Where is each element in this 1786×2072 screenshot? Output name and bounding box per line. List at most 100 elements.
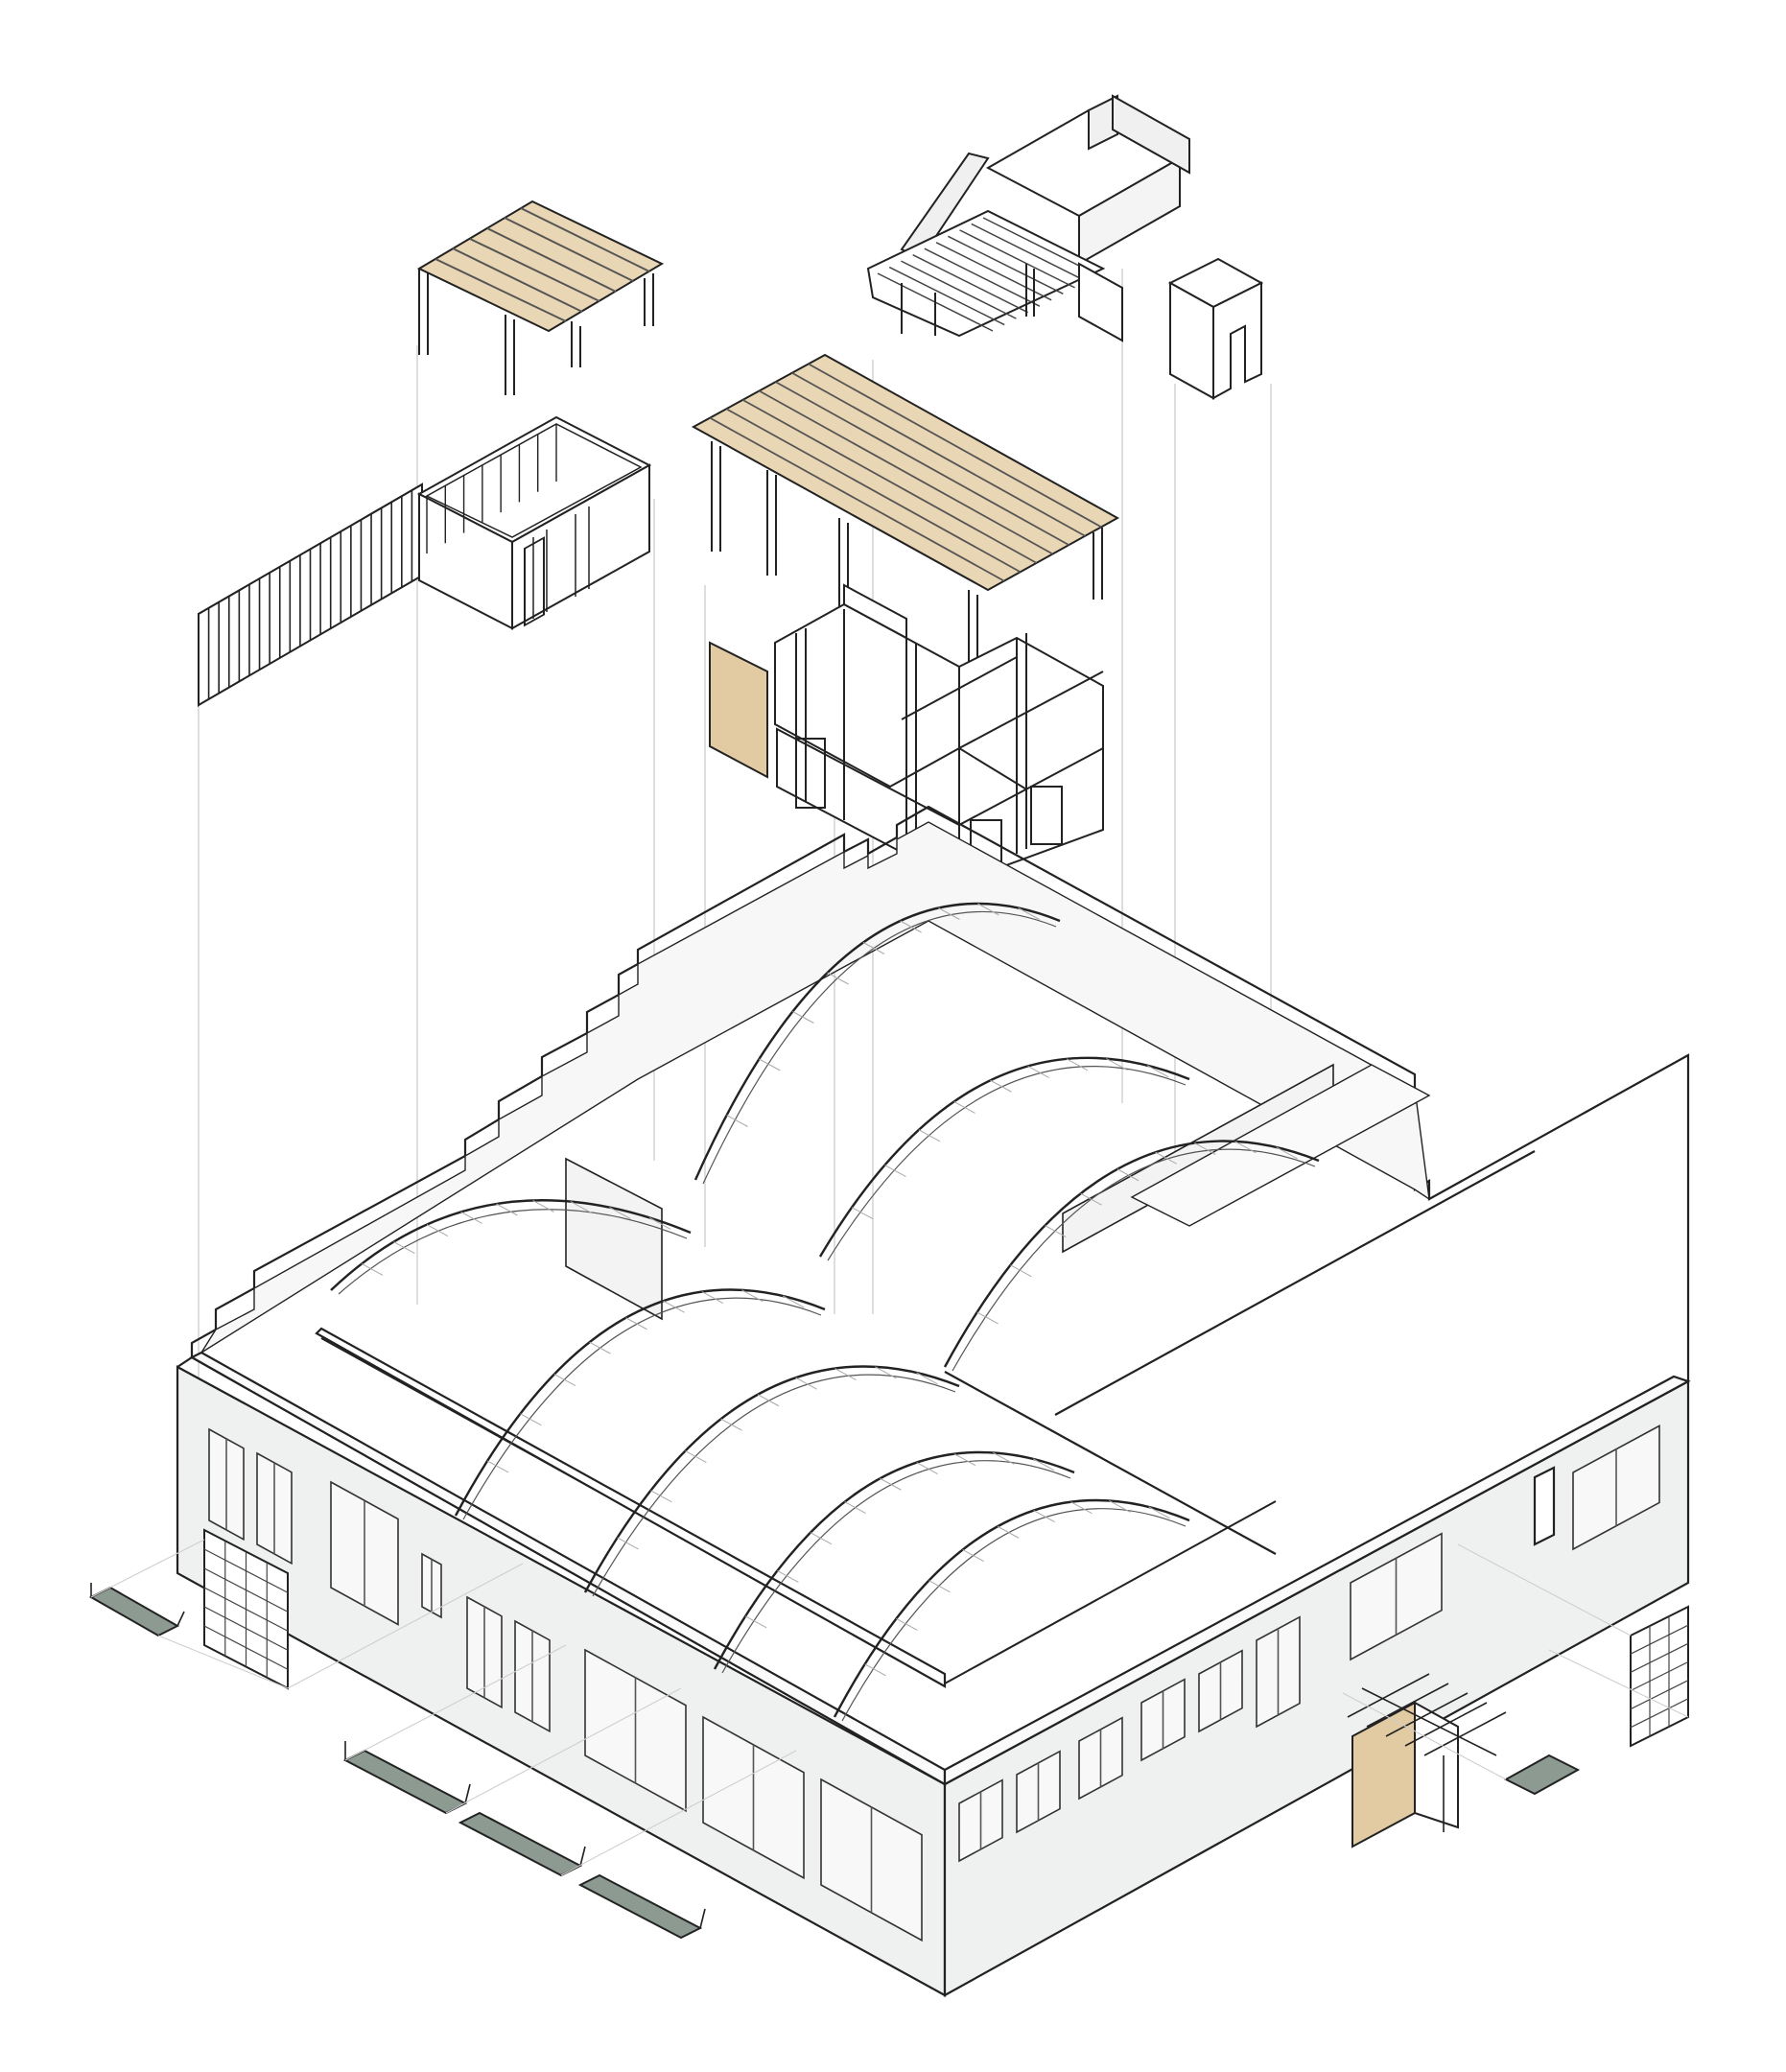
garage-panel-line — [1630, 1642, 1689, 1673]
truss-web — [720, 1418, 742, 1431]
truss-web — [827, 972, 849, 985]
truss-web — [962, 1549, 984, 1563]
truss-web — [880, 1477, 902, 1491]
warehouse-shell — [176, 805, 1691, 1997]
entry-pergola — [1347, 1673, 1507, 1848]
truss-web — [864, 1663, 886, 1677]
garage-door — [203, 1528, 1689, 1748]
truss-web — [685, 1450, 707, 1463]
truss-chord — [827, 1066, 1187, 1261]
stair-tread — [901, 260, 1017, 319]
truss-web — [1106, 1058, 1128, 1071]
truss-web — [1155, 1151, 1177, 1165]
truss-web — [701, 1291, 724, 1304]
garage-panel-line — [203, 1625, 289, 1670]
timber-panel — [709, 641, 768, 779]
truss-web — [1032, 1458, 1055, 1472]
pergola-rafter — [808, 363, 1102, 529]
truss-web — [361, 1262, 384, 1276]
truss-web — [426, 1224, 449, 1237]
pergola-rafter — [725, 408, 1022, 574]
truss-web — [896, 1617, 918, 1631]
truss-web — [916, 1462, 938, 1475]
pergola-rafter — [759, 389, 1053, 555]
truss-web — [1027, 1065, 1049, 1078]
truss-chord — [338, 1209, 688, 1295]
truss-web — [1276, 1146, 1298, 1160]
truss-web — [741, 1289, 764, 1303]
truss-web — [486, 1460, 509, 1473]
truss-chord — [721, 1460, 1071, 1674]
truss-web — [460, 1211, 482, 1224]
garage-panel-line — [1630, 1680, 1689, 1710]
stair-tread — [935, 242, 1052, 301]
truss-web — [795, 1377, 817, 1390]
truss-web — [1010, 1264, 1032, 1278]
truss-web — [589, 1341, 611, 1354]
truss-web — [916, 1372, 938, 1385]
stair-tread — [912, 253, 1029, 314]
truss-web — [1045, 1225, 1067, 1237]
truss-web — [1146, 1065, 1169, 1078]
truss-web — [759, 1058, 781, 1071]
truss-web — [532, 1199, 554, 1213]
truss-web — [938, 907, 960, 920]
truss-web — [650, 1490, 672, 1503]
truss-chord — [702, 910, 1057, 1185]
truss-web — [1148, 1506, 1170, 1519]
truss-web — [393, 1241, 415, 1255]
truss-web — [1080, 1192, 1102, 1206]
truss-chord — [462, 1297, 822, 1520]
truss-web — [1234, 1141, 1257, 1154]
garage-panel-line — [1630, 1624, 1689, 1655]
windows — [208, 1424, 1660, 1942]
pergola-rafter — [709, 416, 1005, 582]
truss-web — [520, 1413, 542, 1426]
bow-truss-roof — [330, 902, 1320, 1722]
garage-panel-line — [203, 1567, 289, 1613]
slatted-fence-panel — [198, 483, 423, 708]
garage-panel-line — [203, 1606, 289, 1651]
truss-web — [953, 1453, 976, 1467]
truss-web — [1033, 1510, 1055, 1523]
truss-web — [928, 1580, 951, 1593]
pergola-small — [416, 200, 665, 395]
truss-arch — [454, 1288, 826, 1517]
pergola-rafter — [791, 371, 1086, 537]
mezzanine-stair — [866, 94, 1190, 342]
truss-web — [1066, 1058, 1089, 1071]
truss-web — [977, 903, 999, 916]
truss-web — [1070, 1501, 1093, 1515]
truss-web — [884, 1165, 906, 1178]
pergola-rafter — [775, 381, 1069, 546]
truss-web — [976, 1311, 999, 1325]
stair-tread — [888, 266, 1005, 326]
garage-panel-line — [1630, 1698, 1689, 1729]
truss-web — [496, 1203, 518, 1216]
garage-panel-line — [203, 1587, 289, 1632]
truss-web — [900, 920, 922, 933]
stair-tread — [947, 235, 1064, 295]
stair-tread — [971, 223, 1088, 283]
ground-guides — [90, 1539, 1689, 1876]
truss-web — [834, 1368, 857, 1380]
truss-web — [609, 1207, 631, 1220]
truss-web — [663, 1300, 685, 1313]
canopies — [88, 1583, 1581, 1940]
stair-tread — [924, 247, 1041, 307]
truss-web — [844, 1501, 866, 1515]
truss-web — [570, 1201, 593, 1214]
truss-web — [757, 1394, 780, 1407]
truss-web — [553, 1374, 576, 1386]
office-box — [416, 415, 652, 630]
truss-web — [777, 1569, 799, 1583]
truss-web — [792, 1011, 814, 1024]
truss-web — [997, 1525, 1020, 1539]
truss-web — [744, 1615, 767, 1629]
truss-web — [1018, 907, 1040, 920]
truss-web — [953, 1100, 975, 1114]
truss-arch — [713, 1450, 1075, 1670]
truss-web — [782, 1295, 805, 1308]
truss-web — [617, 1537, 639, 1550]
